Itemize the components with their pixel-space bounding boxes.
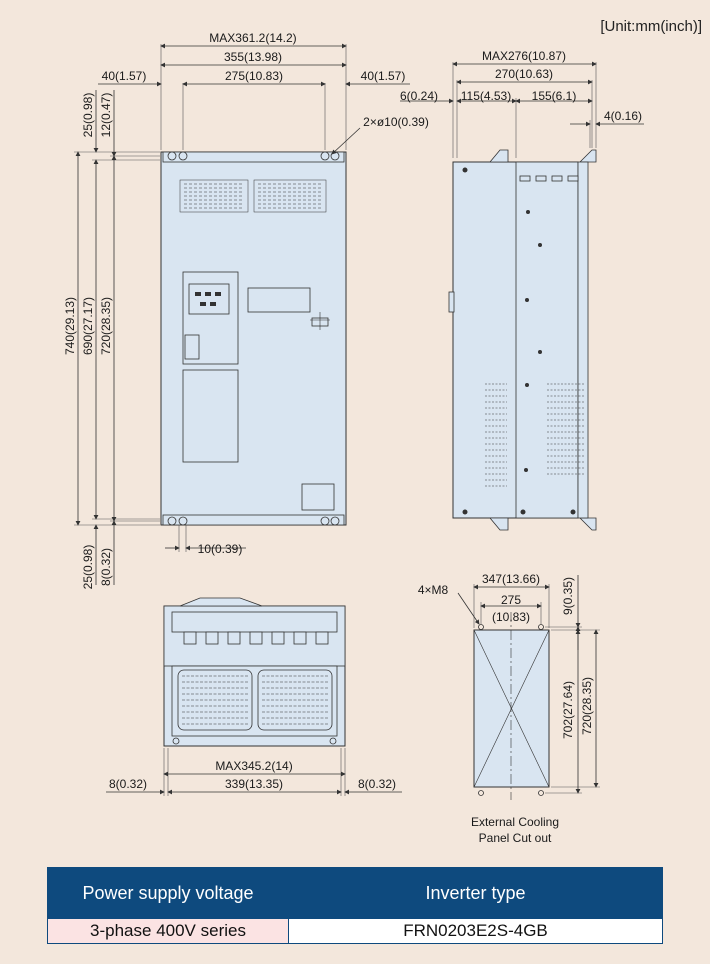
- dim-width: 355(13.98): [224, 50, 282, 64]
- cutout-dim-width: 347(13.66): [482, 572, 540, 586]
- side-dim-flange-thickness: 4(0.16): [604, 109, 642, 123]
- dim-height-690: 690(27.17): [81, 297, 95, 355]
- dim-height-720: 720(28.35): [99, 297, 113, 355]
- header-type: Inverter type: [288, 867, 663, 919]
- row-voltage: 3-phase 400V series: [47, 918, 289, 944]
- side-dimensions: MAX276(10.87) 270(10.63) 6(0.24) 115(4.5…: [400, 49, 644, 158]
- cutout-dim-holes: 4×M8: [418, 583, 449, 597]
- side-dim-rear-depth: 155(6.1): [532, 89, 577, 103]
- bottom-dim-left: 8(0.32): [109, 777, 147, 791]
- dim-bottom-8: 8(0.32): [99, 548, 113, 586]
- dimension-drawing: MAX361.2(14.2) 355(13.98) 40(1.57) 275(1…: [63, 31, 644, 845]
- dim-height-total: 740(29.13): [63, 297, 77, 355]
- panel-cutout: [473, 612, 550, 800]
- cutout-caption-line2: Panel Cut out: [479, 831, 552, 845]
- dim-left-margin: 40(1.57): [102, 69, 147, 83]
- cutout-dimensions: 4×M8 347(13.66) 275 (10.83) 9(0.35) 702(…: [418, 572, 600, 845]
- header-voltage: Power supply voltage: [47, 867, 289, 919]
- dim-right-margin: 40(1.57): [361, 69, 406, 83]
- dim-hole: 2×ø10(0.39): [363, 115, 429, 129]
- dim-top-25: 25(0.98): [81, 93, 95, 138]
- side-dim-flange: 6(0.24): [400, 89, 438, 103]
- bottom-dim-max-width: MAX345.2(14): [215, 759, 292, 773]
- cutout-dim-height-720: 720(28.35): [580, 677, 594, 735]
- dim-slot: 10(0.39): [198, 542, 243, 556]
- dim-max-width: MAX361.2(14.2): [209, 31, 296, 45]
- front-view: [160, 151, 347, 526]
- unit-label: [Unit:mm(inch)]: [600, 18, 702, 35]
- side-dim-max-depth: MAX276(10.87): [482, 49, 566, 63]
- side-dim-front-depth: 115(4.53): [461, 89, 511, 103]
- front-dimensions: MAX361.2(14.2) 355(13.98) 40(1.57) 275(1…: [63, 31, 429, 589]
- spec-table: Power supply voltage Inverter type 3-pha…: [47, 867, 663, 944]
- side-dim-depth: 270(10.63): [495, 67, 553, 81]
- cutout-caption-line1: External Cooling: [471, 815, 559, 829]
- bottom-dim-right: 8(0.32): [358, 777, 396, 791]
- front-vents: [179, 179, 327, 213]
- cutout-dim-height-702: 702(27.64): [561, 681, 575, 739]
- dim-bottom-25: 25(0.98): [81, 545, 95, 590]
- cutout-dim-top: 9(0.35): [561, 577, 575, 615]
- side-view: [448, 149, 597, 531]
- bottom-dimensions: MAX345.2(14) 339(13.35) 8(0.32) 8(0.32): [106, 748, 402, 796]
- bottom-view: [163, 597, 346, 747]
- dim-mount-pitch: 275(10.83): [225, 69, 283, 83]
- cutout-dim-pitch-inch: (10.83): [492, 610, 530, 624]
- bottom-dim-width: 339(13.35): [225, 777, 283, 791]
- cutout-dim-pitch: 275: [501, 593, 521, 607]
- row-type: FRN0203E2S-4GB: [288, 918, 663, 944]
- dim-top-12: 12(0.47): [99, 93, 113, 138]
